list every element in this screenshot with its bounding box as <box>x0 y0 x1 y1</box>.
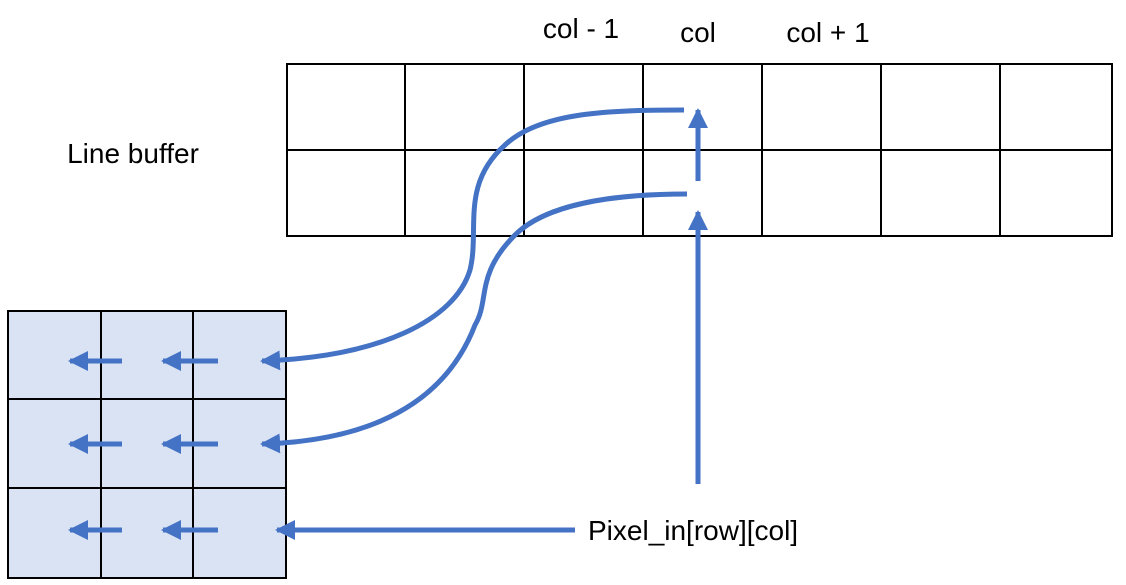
line-buffer-label: Line buffer <box>67 138 199 169</box>
buffer-row2-to-window-row2-arrow <box>260 191 688 454</box>
buffer-row1-to-window-row1-arrow <box>260 107 685 371</box>
window-shift-arrows <box>68 351 218 540</box>
window-grid <box>7 310 287 579</box>
pixel-input-label: Pixel_in[row][col] <box>588 515 798 546</box>
column-label-col: col <box>680 17 716 48</box>
column-label-col-plus-1: col + 1 <box>786 17 869 48</box>
column-label-col-minus-1: col - 1 <box>543 13 619 44</box>
